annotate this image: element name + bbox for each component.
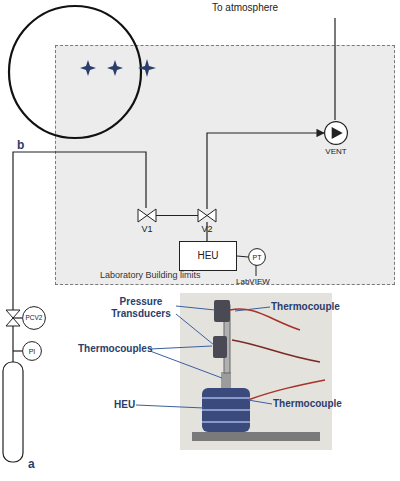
software-label: LabVIEW — [236, 277, 270, 286]
callout-label: Thermocouple — [273, 398, 342, 410]
leader-line — [150, 351, 222, 378]
instrument-circle: PI — [22, 341, 42, 361]
coil-winding — [202, 421, 250, 423]
instrument-tap — [13, 317, 22, 318]
callout-label: Thermocouple — [271, 301, 340, 313]
outlet-note: To atmosphere — [212, 2, 278, 14]
pump-symbol-outline — [324, 121, 348, 145]
panel-letter: a — [28, 458, 35, 472]
valve-symbol: V1 — [138, 209, 156, 222]
leader-line — [248, 400, 272, 404]
tube — [224, 305, 230, 373]
valve-half — [138, 209, 147, 222]
photo-background — [180, 293, 332, 450]
leader-line — [176, 314, 214, 345]
point-label: b — [17, 139, 24, 153]
valve-half — [207, 209, 216, 222]
base-plate — [192, 432, 320, 441]
wire — [230, 309, 300, 330]
process-box: HEU — [179, 241, 237, 271]
callout-label: Thermocouples — [78, 343, 152, 355]
valve-symbol-outline — [198, 209, 216, 222]
node-label: PCV2 — [26, 315, 43, 322]
valve-symbol-outline — [138, 209, 156, 222]
building-boundary: Laboratory Building limitsV1V2VENTHEUPT — [55, 45, 395, 285]
callout-label: Pressure Transducers — [104, 296, 178, 319]
pump-casing — [325, 122, 348, 145]
wire — [232, 340, 320, 362]
valve-symbol — [6, 318, 20, 326]
instrument-circle: PCV2 — [22, 306, 46, 330]
valve-symbol: V2 — [198, 209, 216, 222]
gas-cylinder — [3, 362, 23, 462]
node-label: V2 — [201, 225, 212, 234]
instrument-tap — [13, 350, 22, 351]
node-label: V1 — [141, 225, 152, 234]
heu-coil — [202, 388, 250, 432]
pump-impeller — [332, 127, 343, 139]
leader-line — [176, 306, 215, 310]
node-label: HEU — [197, 251, 218, 261]
coil-winding — [202, 397, 250, 399]
instrument-ring — [249, 249, 266, 266]
valve-half — [147, 209, 156, 222]
valve-half — [198, 209, 207, 222]
wire — [248, 380, 325, 400]
instrument-ring — [23, 342, 42, 361]
node-label: PT — [253, 254, 262, 261]
node-label: VENT — [325, 148, 346, 156]
leader-line — [136, 405, 204, 408]
transducer-body — [213, 336, 227, 358]
fitting — [221, 372, 231, 388]
transducer-body — [214, 300, 230, 322]
instrument-circle: PT — [248, 248, 266, 266]
instrument-ring — [23, 307, 46, 330]
node-label: PI — [29, 348, 36, 355]
callout-label: HEU — [114, 399, 135, 411]
coil-winding — [202, 409, 250, 411]
leader-line — [235, 307, 270, 311]
leader-line — [150, 346, 212, 349]
valve-symbol — [6, 310, 20, 318]
pump-symbol: VENT — [324, 121, 348, 145]
node-label: Laboratory Building limits — [100, 271, 201, 280]
